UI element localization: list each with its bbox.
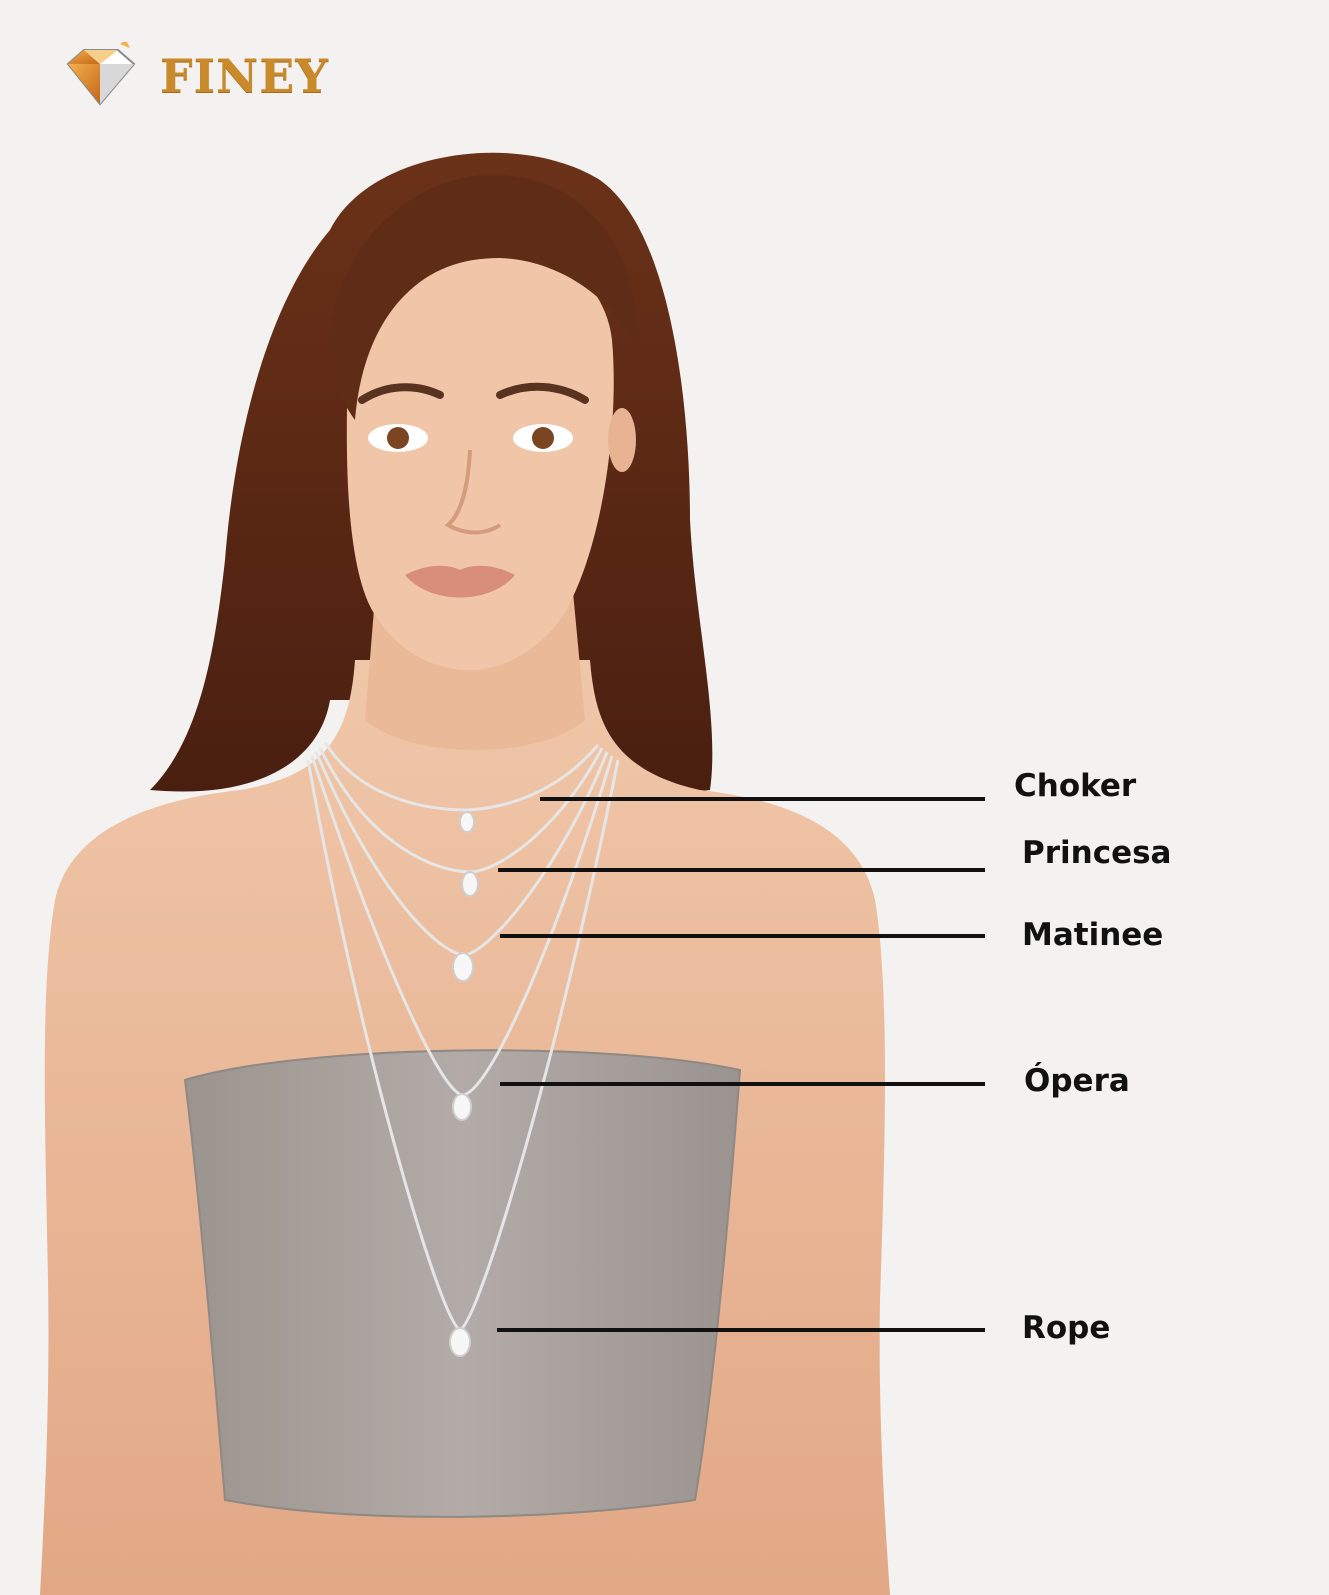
- choker-label: Choker: [1014, 771, 1136, 802]
- choker-pendant: [460, 812, 474, 832]
- rope-label: Rope: [1022, 1313, 1110, 1344]
- princesa-pendant: [462, 872, 478, 896]
- ear: [608, 408, 636, 472]
- opera-label: Ópera: [1024, 1066, 1130, 1097]
- opera-pendant: [453, 1094, 471, 1120]
- matinee-pendant: [453, 953, 473, 981]
- rope-pendant: [450, 1328, 470, 1356]
- princesa-label: Princesa: [1022, 838, 1171, 869]
- left-iris: [387, 427, 409, 449]
- right-iris: [532, 427, 554, 449]
- matinee-label: Matinee: [1022, 920, 1163, 951]
